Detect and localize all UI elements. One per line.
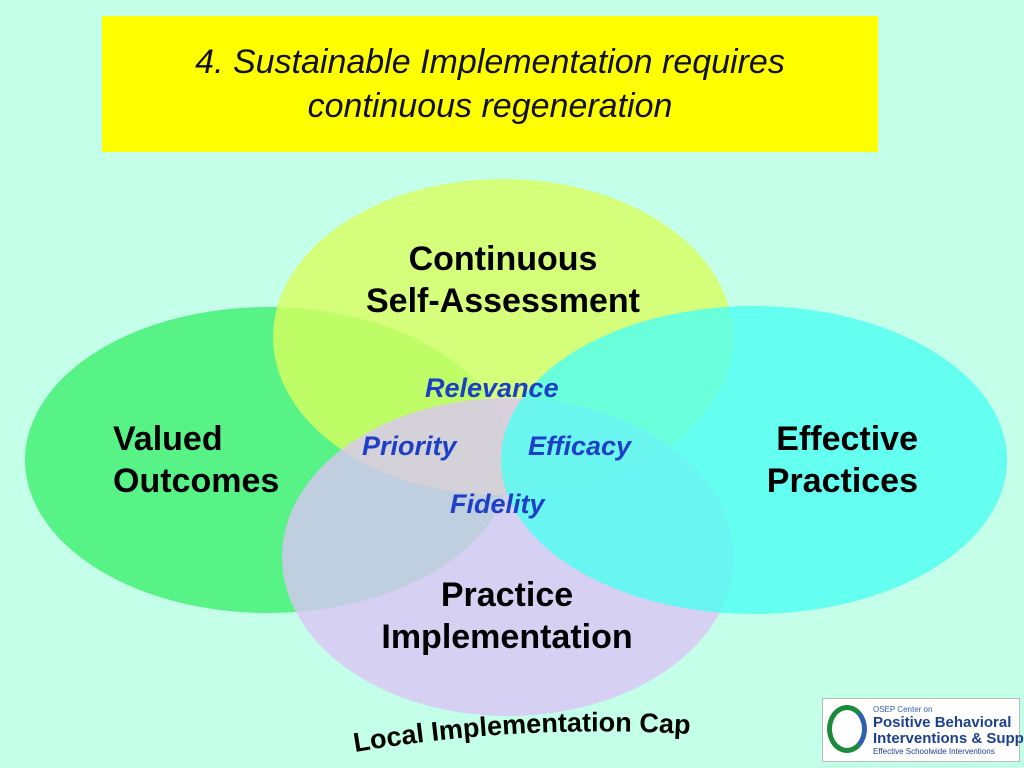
logo-line-2: Positive Behavioral [873,714,1012,731]
label-valued-outcomes-line2: Outcomes [113,462,280,500]
term-efficacy: Efficacy [528,431,632,461]
label-effective-practices-line2: Practices [766,462,918,500]
label-practice-implementation-line2: Implementation [381,618,633,656]
label-self-assessment-line1: Continuous [408,240,598,278]
logo-line-3: Interventions & Supports [873,730,1024,747]
label-effective-practices: Effective Practices [728,418,918,502]
label-valued-outcomes-line1: Valued [113,420,223,458]
label-self-assessment-line2: Self-Assessment [365,282,640,320]
pbis-logo-mark-icon [827,705,867,753]
logo-line-4: Effective Schoolwide Interventions [873,747,995,756]
label-valued-outcomes: Valued Outcomes [113,418,279,502]
label-effective-practices-line1: Effective [776,420,918,458]
circle-effective-practices [501,306,1007,614]
label-practice-implementation-line1: Practice [440,576,574,614]
title-box: 4. Sustainable Implementation requires c… [102,16,878,152]
title-line-1: 4. Sustainable Implementation requires [195,43,785,81]
label-self-assessment: Continuous Self-Assessment [330,238,676,322]
logo-line-1: OSEP Center on [873,705,933,714]
title-line-2: continuous regeneration [307,87,673,125]
term-fidelity: Fidelity [450,489,545,519]
term-relevance: Relevance [425,373,559,403]
label-practice-implementation: Practice Implementation [340,574,674,658]
term-priority: Priority [362,431,457,461]
pbis-logo: OSEP Center on Positive Behavioral Inter… [822,698,1024,762]
